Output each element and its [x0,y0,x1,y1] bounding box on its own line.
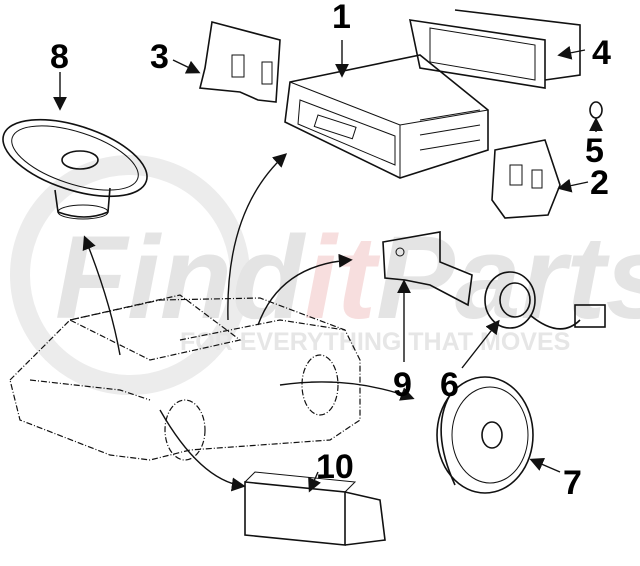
right-bracket [491,139,561,219]
pocket-housing [408,9,581,89]
callout-10: 10 [316,448,354,486]
callout-6: 6 [440,366,459,404]
watermark-brand: FinditParts [55,212,640,344]
rear-oval-speaker [2,118,148,220]
callout-5: 5 [585,132,604,170]
leader-arrows [53,40,603,493]
callout-9: 9 [393,366,412,404]
tweeter [484,271,606,330]
callout-8: 8 [50,38,69,76]
watermark-ring [10,155,250,395]
left-bracket [198,20,281,103]
callout-2: 2 [590,164,609,202]
watermark-tagline: FOR EVERYTHING THAT MOVES [180,328,570,356]
amplifier-module [244,471,386,546]
callout-1: 1 [332,0,351,36]
tweeter-bracket [382,231,473,307]
callout-3: 3 [150,38,169,76]
radio-head-unit [284,54,489,179]
door-speaker [436,376,534,494]
watermark: FinditParts FOR EVERYTHING THAT MOVES [10,155,640,395]
clip [589,101,603,119]
callout-4: 4 [592,34,611,72]
car-outline [9,294,361,461]
callout-7: 7 [563,464,582,502]
